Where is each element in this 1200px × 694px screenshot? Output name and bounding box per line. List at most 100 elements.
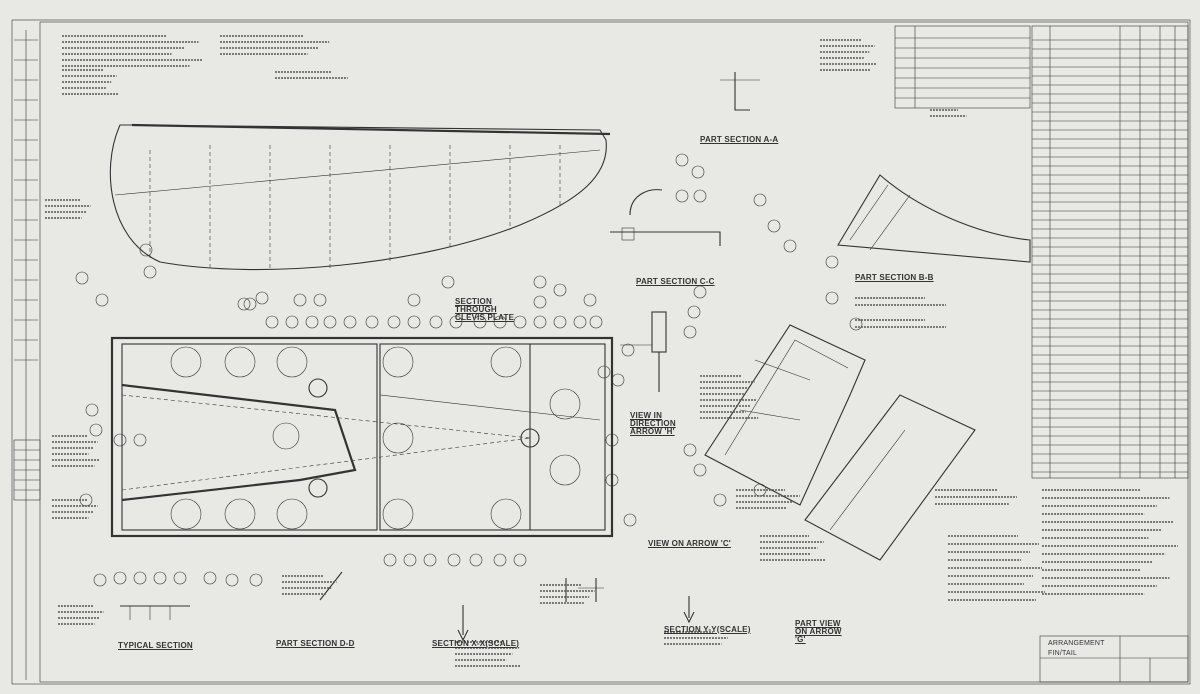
item-balloon [605,473,619,487]
item-balloon [449,315,463,329]
section-yy-label: SECTION Y-Y(SCALE) [664,625,751,634]
item-balloon [691,165,705,179]
part-view-label: PART VIEW ON ARROW 'G' [795,619,842,644]
view-in-direction-label: VIEW IN DIRECTION ARROW 'H' [630,411,676,436]
item-balloon [675,153,689,167]
item-balloon [621,343,635,357]
item-balloon [675,189,689,203]
item-balloon [407,315,421,329]
item-balloon [203,571,217,585]
section-xx-label: SECTION X-X(SCALE) [432,639,520,648]
item-balloon [343,315,357,329]
item-balloon [139,243,153,257]
item-balloon [305,315,319,329]
item-balloon [573,315,587,329]
view-on-arrow-label: VIEW ON ARROW 'C' [648,539,731,548]
item-balloon [113,433,127,447]
actuator-detail [620,311,667,392]
part-section-cc-view [610,189,721,246]
item-balloon [583,293,597,307]
item-balloon [293,293,307,307]
item-balloon [513,553,527,567]
item-balloon [365,315,379,329]
item-balloon [113,571,127,585]
item-balloon [313,293,327,307]
item-balloon [767,219,781,233]
parts-list-rows [1032,39,1188,473]
rotated-bracket-view [704,324,976,561]
item-balloon [265,315,279,329]
item-balloon [255,291,269,305]
item-balloon [143,265,157,279]
inner-border [39,21,1189,683]
item-balloon [623,513,637,527]
item-balloon [225,573,239,587]
item-balloon [473,315,487,329]
title-block [1039,635,1189,683]
item-balloon [243,297,257,311]
item-balloon [513,315,527,329]
item-balloon [323,315,337,329]
item-balloon [469,553,483,567]
item-balloons [75,153,863,587]
section-arrows [120,571,695,642]
part-section-bb-view [837,174,1031,263]
item-balloon [687,305,701,319]
item-balloon [553,315,567,329]
item-balloon [533,315,547,329]
item-balloon [783,239,797,253]
item-balloon [683,325,697,339]
item-balloon [249,573,263,587]
title-block-line2: FIN/TAIL [1048,650,1078,657]
item-balloon [429,315,443,329]
item-balloon [605,433,619,447]
item-balloon [237,297,251,311]
title-block-line1: ARRANGEMENT [1048,640,1105,647]
item-balloon [387,315,401,329]
item-balloon [533,275,547,289]
item-balloon [407,293,421,307]
item-balloon [95,293,109,307]
item-balloon [93,573,107,587]
item-balloon [85,403,99,417]
item-balloon [403,553,417,567]
parts-list-table [1031,25,1189,479]
item-balloon [153,571,167,585]
part-section-cc-label: PART SECTION C-C [636,277,715,286]
item-balloon [683,443,697,457]
revision-block [894,25,1031,109]
part-section-bb-label: PART SECTION B-B [855,273,934,282]
part-section-aa-view [720,72,760,111]
item-balloon [423,553,437,567]
item-balloon [825,291,839,305]
item-balloon [553,283,567,297]
item-balloon [611,373,625,387]
part-section-dd-label: PART SECTION D-D [276,639,355,648]
section-through-clevis-label: SECTION THROUGH CLEVIS PLATE [455,297,515,322]
item-balloon [693,285,707,299]
typical-section-label: TYPICAL SECTION [118,641,193,650]
item-balloon [825,255,839,269]
item-balloon [173,571,187,585]
item-balloon [447,553,461,567]
item-balloon [597,365,611,379]
item-balloon [753,193,767,207]
item-balloon [589,315,603,329]
item-balloon [533,295,547,309]
fin-profile-view [109,123,611,271]
item-balloon [849,317,863,331]
note-lines [45,35,1178,667]
item-balloon [493,553,507,567]
sheet-border [11,19,1191,685]
left-revision-column [13,30,41,680]
item-balloon [89,423,103,437]
item-balloon [383,553,397,567]
item-balloon [693,463,707,477]
item-balloon [133,433,147,447]
item-balloon [693,189,707,203]
item-balloon [285,315,299,329]
item-balloon [713,493,727,507]
item-balloon [75,271,89,285]
